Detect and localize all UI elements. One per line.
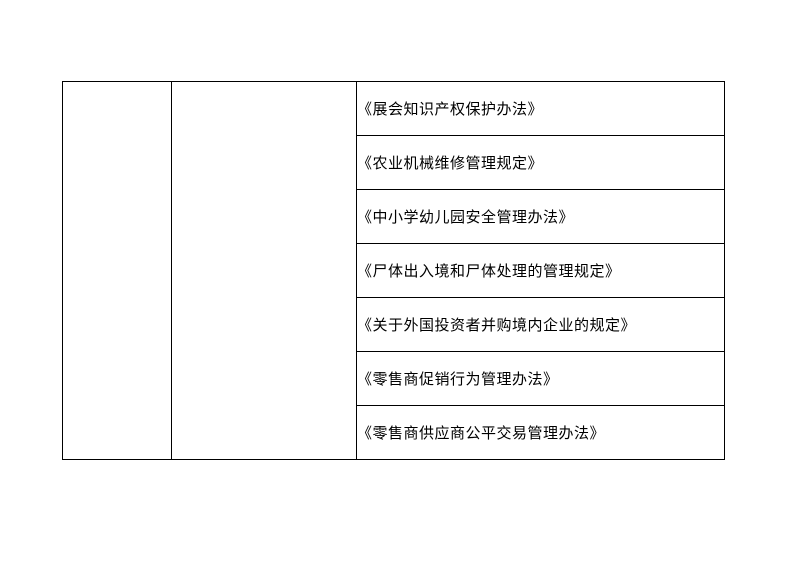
table-row: 《展会知识产权保护办法》	[62, 81, 725, 460]
regulation-cell: 《零售商供应商公平交易管理办法》	[356, 405, 725, 460]
table-row: 《零售商促销行为管理办法》	[63, 351, 725, 406]
regulation-cell: 《零售商促销行为管理办法》	[356, 351, 725, 406]
table-row: 《中小学幼儿园安全管理办法》	[63, 189, 725, 244]
regulation-cell: 《尸体出入境和尸体处理的管理规定》	[356, 243, 725, 298]
table-row: 《农业机械维修管理规定》	[63, 135, 725, 190]
regulation-cell: 《中小学幼儿园安全管理办法》	[356, 189, 725, 244]
regulation-cell: 《展会知识产权保护办法》	[356, 81, 725, 136]
regulation-cell: 《关于外国投资者并购境内企业的规定》	[356, 297, 725, 352]
regulation-cell: 《农业机械维修管理规定》	[356, 135, 725, 190]
table-row: 《关于外国投资者并购境内企业的规定》	[63, 297, 725, 352]
empty-cell-col-1	[62, 81, 172, 460]
empty-cell-col-2	[171, 81, 357, 460]
regulations-table: 《展会知识产权保护办法》 《农业机械维修管理规定》 《中小学幼儿园安全管理办法》…	[62, 81, 725, 460]
table-row: 《零售商供应商公平交易管理办法》	[63, 405, 725, 460]
